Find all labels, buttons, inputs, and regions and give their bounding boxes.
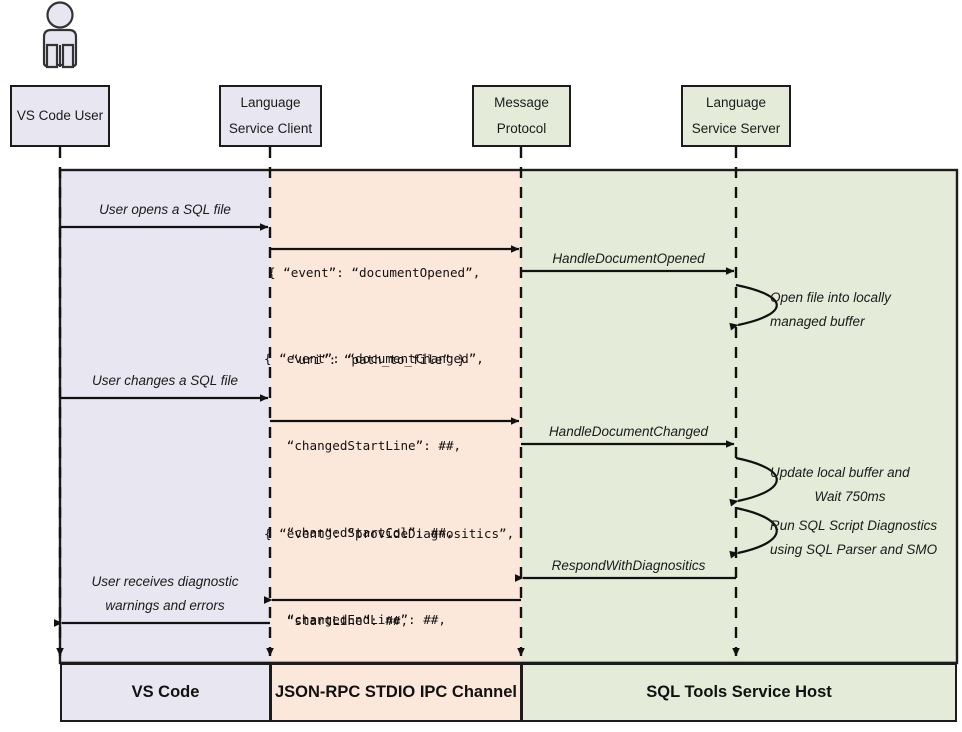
document-opened-payload-line2: “uri”: “path_to_file” } [268,352,466,367]
participant-language-service-server-line2: Service Server [691,121,781,136]
document-opened-payload-line1: { “event”: “documentOpened”, [268,265,481,280]
participant-language-service-server-line1: Language [705,95,767,110]
footer-vs-code[interactable]: VS Code [60,663,271,722]
participant-language-service-server[interactable]: Language Service Server [681,85,791,147]
label-user-opens-sql-file: User opens a SQL file [99,202,231,217]
label-update-buffer-wait: Update local buffer and Wait 750ms [770,461,960,509]
participant-message-protocol[interactable]: Message Protocol [472,85,571,147]
label-handle-document-changed: HandleDocumentChanged [548,424,709,439]
footer-sql-tools[interactable]: SQL Tools Service Host [521,663,957,722]
provide-diagnositics-payload-line1: { “event”: “provideDiagnositics”, [264,526,515,541]
document-changed-payload-line1: { “event”: “documentChanged”, [264,351,484,366]
participant-language-service-client[interactable]: Language Service Client [219,85,322,147]
document-changed-payload-line3: “changedStartCol”: ##, [264,525,454,540]
participant-message-protocol-line1: Message [494,95,549,110]
participant-language-service-client-line1: Language [240,95,301,110]
person-icon [42,1,78,69]
participant-message-protocol-line2: Protocol [496,121,547,136]
json-rpc-band [270,170,521,663]
label-update-buffer-wait-line2: Wait 750ms [814,489,886,504]
participant-vs-code-user-line1: VS Code User [16,108,104,123]
selfloop-run-sql-diagnostics [729,506,778,559]
document-changed-payload-line4: “changedEndLine”: ##, [264,612,446,627]
label-user-receives-diagnostics-line2: warnings and errors [105,598,225,613]
footer-json-rpc-label: JSON-RPC STDIO IPC Channel [274,683,518,701]
footer-vs-code-label: VS Code [131,683,200,701]
vs-code-band [60,170,270,663]
label-open-file-locally-line2: managed buffer [770,314,865,329]
label-run-sql-diagnostics-line1: Run SQL Script Diagnostics [770,518,938,533]
provide-diagnositics-payload-line2: “startLine”: ##, [264,613,409,628]
label-open-file-locally: Open file into locally managed buffer [770,286,960,334]
label-user-receives-diagnostics: User receives diagnostic warnings and er… [60,570,270,618]
label-run-sql-diagnostics-line2: using SQL Parser and SMO [770,542,938,557]
label-open-file-locally-line1: Open file into locally [770,290,891,305]
footer-sql-tools-label: SQL Tools Service Host [646,683,832,701]
selfloop-open-file-locally [729,283,778,331]
label-handle-document-opened: HandleDocumentOpened [552,251,705,266]
sql-tools-band [521,170,957,663]
label-user-changes-sql-file: User changes a SQL file [91,373,239,388]
footer-json-rpc[interactable]: JSON-RPC STDIO IPC Channel [270,663,522,722]
participant-vs-code-user[interactable]: VS Code User [10,85,110,147]
label-update-buffer-wait-line1: Update local buffer and [770,465,910,480]
selfloop-update-buffer-wait [729,456,778,507]
label-user-receives-diagnostics-line1: User receives diagnostic [91,574,239,589]
label-respond-with-diagnositics: RespondWithDiagnositics [551,558,706,573]
document-changed-payload-line2: “changedStartLine”: ##, [264,438,462,453]
document-opened-payload: { “event”: “documentOpened”, “uri”: “pat… [268,200,480,432]
participant-language-service-client-line2: Service Client [228,121,313,136]
label-run-sql-diagnostics: Run SQL Script Diagnostics using SQL Par… [770,514,962,562]
